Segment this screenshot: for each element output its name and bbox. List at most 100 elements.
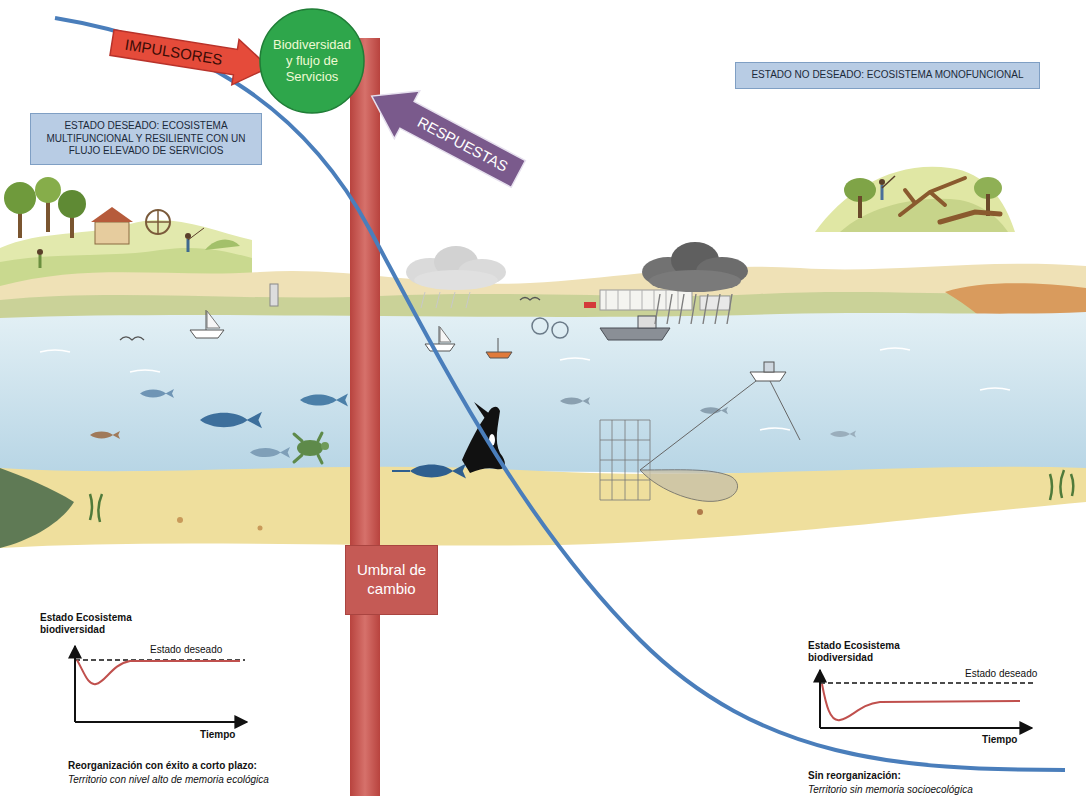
marine-fauna xyxy=(830,431,856,438)
recovery-chart-right xyxy=(822,684,1020,720)
boats xyxy=(552,322,568,338)
cloud-light xyxy=(406,246,506,308)
sea xyxy=(40,348,1010,430)
biodiversity-circle-fill xyxy=(260,9,364,113)
seabed xyxy=(697,509,703,515)
coastal-land-left xyxy=(187,239,190,252)
marine-fauna xyxy=(410,463,466,478)
recovery-chart-right xyxy=(819,670,821,728)
boats xyxy=(486,352,512,358)
biodiversity-circle-text: Biodiversidad y flujo de Servicios xyxy=(268,37,356,86)
recovery-chart-left xyxy=(77,660,240,684)
marine-fauna xyxy=(200,412,262,429)
axis-title: Estado Ecosistema biodiversidad xyxy=(808,640,908,664)
recovery-chart-right xyxy=(820,727,1032,729)
biodiversity-circle: Biodiversidad y flujo de Servicios xyxy=(259,8,365,114)
axis-title: Tiempo xyxy=(982,734,1017,746)
threshold-box-text: Umbral de cambio xyxy=(353,561,430,599)
coastal-land-left xyxy=(95,222,129,244)
hills xyxy=(584,302,596,308)
threshold-box: Umbral de cambio xyxy=(345,545,438,615)
coastal-land-left xyxy=(205,240,240,250)
driver-arrow: IMPULSORES xyxy=(108,20,272,90)
driver-arrow-body xyxy=(108,20,272,90)
coastal-land-left xyxy=(146,210,170,234)
boats xyxy=(532,318,548,334)
threshold-bar xyxy=(350,38,380,796)
coastal-land-left xyxy=(35,177,61,203)
coastal-land-left xyxy=(58,190,86,218)
hills xyxy=(270,284,278,306)
recovery-chart-right xyxy=(820,682,1035,684)
cloud-light xyxy=(414,270,498,290)
boats xyxy=(439,326,440,344)
coastal-land-left xyxy=(37,249,43,255)
seabed xyxy=(0,467,1086,548)
boats xyxy=(600,420,650,500)
sea xyxy=(0,312,1086,474)
boats xyxy=(764,362,774,372)
cloud-storm xyxy=(642,242,748,324)
desired-state-box-text: ESTADO DESEADO: ECOSISTEMA MULTIFUNCIONA… xyxy=(39,120,253,158)
seabed xyxy=(90,470,1073,522)
scenario-title: Reorganización con éxito a corto plazo: xyxy=(68,760,257,772)
sea xyxy=(0,312,1086,474)
boats xyxy=(750,372,786,381)
response-arrow: RESPUESTAS xyxy=(359,72,531,198)
axis-title: Estado Ecosistema biodiversidad xyxy=(40,612,140,636)
marine-fauna xyxy=(474,402,490,420)
seabed xyxy=(0,468,74,548)
undesired-state-box-text: ESTADO NO DESEADO: ECOSISTEMA MONOFUNCIO… xyxy=(751,69,1023,82)
seabed xyxy=(0,467,1086,548)
degraded-land-right xyxy=(815,167,1015,232)
coastal-land-left xyxy=(188,228,204,240)
marine-fauna xyxy=(300,394,348,407)
hills xyxy=(606,290,678,310)
response-arrow-body xyxy=(359,72,531,198)
marine-fauna xyxy=(140,389,174,398)
boats xyxy=(600,316,670,340)
boats xyxy=(190,310,224,338)
boats xyxy=(190,330,224,338)
coastal-land-left xyxy=(4,182,36,214)
boats xyxy=(640,470,738,502)
boats xyxy=(750,362,786,381)
coastal-land-left xyxy=(91,207,133,222)
seabed xyxy=(177,517,183,523)
marine-fauna xyxy=(462,407,505,473)
boats xyxy=(486,338,512,358)
axis-title: Tiempo xyxy=(200,729,235,741)
marine-fauna xyxy=(90,298,856,479)
boats xyxy=(638,316,656,328)
scenario-title: Sin reorganización: xyxy=(808,770,901,782)
hills xyxy=(700,296,730,310)
boats xyxy=(440,327,451,342)
boats xyxy=(640,381,800,470)
degraded-land-right xyxy=(815,167,1015,232)
seabed xyxy=(258,526,263,531)
scenario-note: Territorio sin memoria socioecológica xyxy=(808,784,973,796)
coastal-land-left xyxy=(39,255,42,268)
boats xyxy=(425,344,455,351)
recovery-chart-left xyxy=(74,646,76,722)
degraded-land-right xyxy=(879,179,885,185)
desired-state-box: ESTADO DESEADO: ECOSISTEMA MULTIFUNCIONA… xyxy=(30,113,262,165)
boats xyxy=(207,311,220,328)
undesired-state-box: ESTADO NO DESEADO: ECOSISTEMA MONOFUNCIO… xyxy=(735,62,1040,89)
response-arrow-text: RESPUESTAS xyxy=(414,113,511,176)
marine-fauna xyxy=(120,298,540,341)
marine-fauna xyxy=(250,447,290,458)
recovery-chart-left xyxy=(75,721,247,723)
marine-fauna xyxy=(560,397,590,405)
boats xyxy=(206,310,207,330)
degraded-land-right xyxy=(940,212,1000,222)
reference-label: Estado deseado xyxy=(150,644,222,656)
degraded-land-right xyxy=(840,199,1008,232)
hills xyxy=(600,290,692,310)
degraded-land-right xyxy=(900,178,965,215)
marine-fauna xyxy=(294,433,322,463)
marine-fauna xyxy=(90,431,120,439)
recovery-chart-left xyxy=(75,646,247,722)
marine-fauna xyxy=(297,440,323,456)
